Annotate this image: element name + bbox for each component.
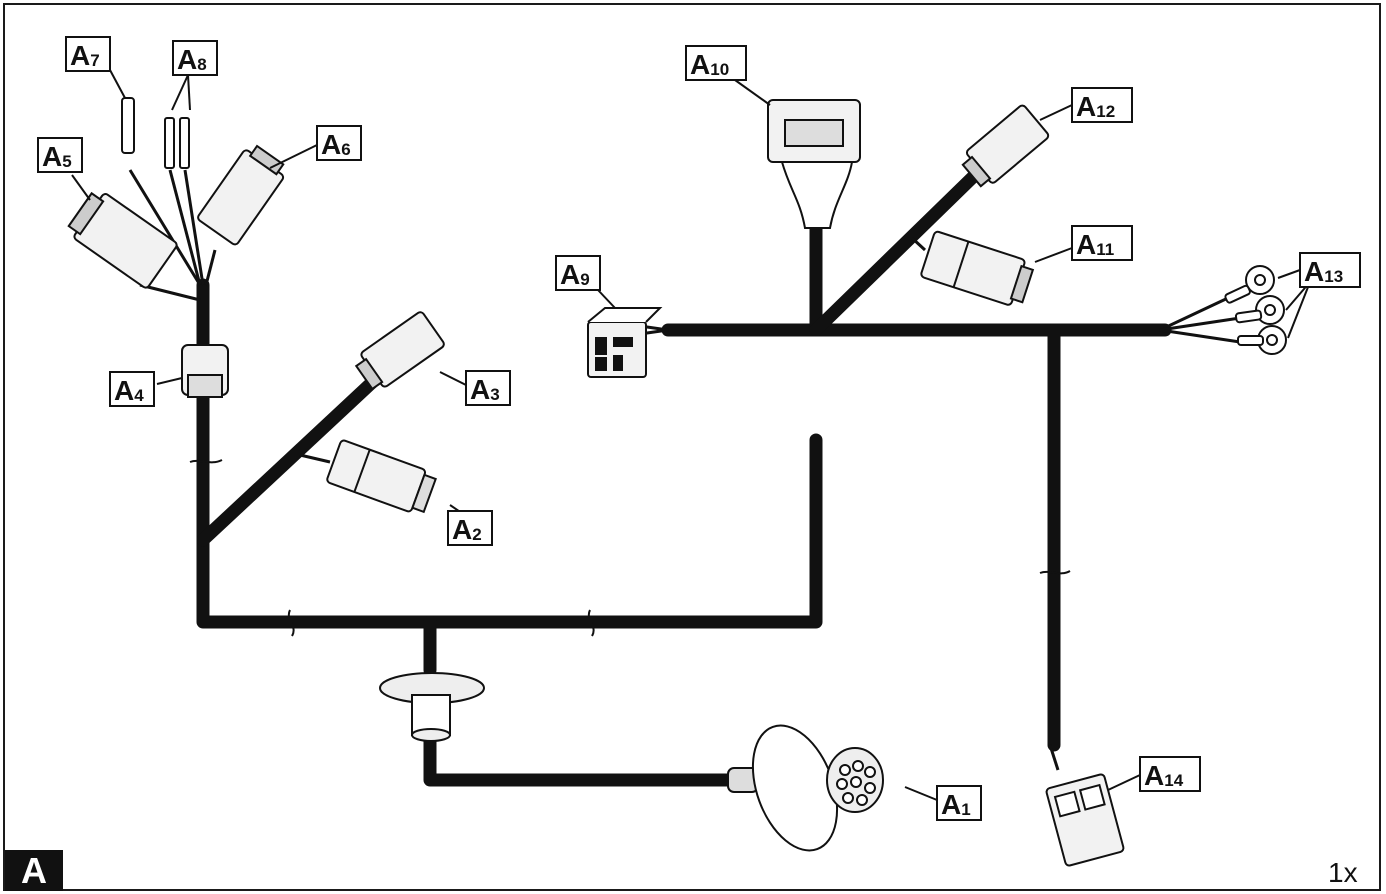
label-a1: A1 bbox=[936, 785, 982, 821]
double-terminal-icon bbox=[164, 117, 190, 169]
label-box bbox=[447, 510, 493, 546]
label-text: A11 bbox=[1076, 229, 1114, 260]
leader-lines bbox=[71, 69, 1311, 801]
label-a5: A5 bbox=[37, 137, 83, 173]
label-box bbox=[172, 40, 218, 76]
harness-trunk bbox=[196, 168, 1172, 787]
label-text: A4 bbox=[114, 375, 144, 406]
grommet-icon bbox=[379, 672, 485, 742]
label-box bbox=[37, 137, 83, 173]
harness-thin-wires bbox=[128, 169, 1241, 771]
cut-marks bbox=[189, 459, 1071, 637]
label-text: A12 bbox=[1076, 91, 1115, 122]
label-box bbox=[1299, 252, 1361, 288]
label-text: A8 bbox=[177, 44, 207, 75]
inline-connector-icon bbox=[181, 344, 229, 398]
label-box bbox=[65, 36, 111, 72]
diagram-frame bbox=[3, 3, 1381, 891]
label-text: A9 bbox=[560, 259, 590, 290]
two-pin-connector-icon bbox=[1045, 773, 1125, 867]
label-a4: A4 bbox=[109, 371, 155, 407]
label-text: A6 bbox=[321, 129, 351, 160]
label-box bbox=[685, 45, 747, 81]
label-text: A1 bbox=[941, 789, 971, 820]
rectangular-connector-icon bbox=[961, 104, 1050, 188]
label-text: A7 bbox=[70, 40, 100, 71]
ring-terminals-icon bbox=[1224, 265, 1287, 355]
label-text: A10 bbox=[690, 49, 729, 80]
round-13-pin-socket-icon bbox=[727, 724, 884, 852]
multi-pin-module-connector-icon bbox=[767, 99, 861, 229]
label-a14: A14 bbox=[1139, 756, 1201, 792]
rectangular-connector-icon bbox=[326, 439, 437, 514]
label-a7: A7 bbox=[65, 36, 111, 72]
label-a8: A8 bbox=[172, 40, 218, 76]
quantity-label: 1x bbox=[1328, 857, 1358, 888]
label-box bbox=[555, 255, 601, 291]
relay-socket-icon bbox=[587, 307, 663, 378]
label-a9: A9 bbox=[555, 255, 601, 291]
label-text: A2 bbox=[452, 514, 482, 545]
label-text: A3 bbox=[470, 374, 500, 405]
label-box bbox=[1071, 87, 1133, 123]
rectangular-connector-icon bbox=[197, 144, 285, 246]
label-text: A14 bbox=[1144, 760, 1184, 791]
label-a2: A2 bbox=[447, 510, 493, 546]
label-box bbox=[316, 125, 362, 161]
label-a10: A10 bbox=[685, 45, 747, 81]
panel-letter-badge: A bbox=[5, 850, 63, 891]
label-a3: A3 bbox=[465, 370, 511, 406]
label-a12: A12 bbox=[1071, 87, 1133, 123]
label-box bbox=[1139, 756, 1201, 792]
label-a13: A13 bbox=[1299, 252, 1361, 288]
rectangular-connector-icon bbox=[67, 191, 178, 289]
label-text: A13 bbox=[1304, 256, 1343, 287]
rectangular-connector-icon bbox=[920, 230, 1035, 306]
label-box bbox=[936, 785, 982, 821]
label-box bbox=[1071, 225, 1133, 261]
single-terminal-icon bbox=[121, 97, 135, 154]
label-a11: A11 bbox=[1071, 225, 1133, 261]
label-a6: A6 bbox=[316, 125, 362, 161]
rectangular-connector-icon bbox=[354, 311, 445, 391]
label-box bbox=[465, 370, 511, 406]
label-text: A5 bbox=[42, 141, 72, 172]
label-box bbox=[109, 371, 155, 407]
